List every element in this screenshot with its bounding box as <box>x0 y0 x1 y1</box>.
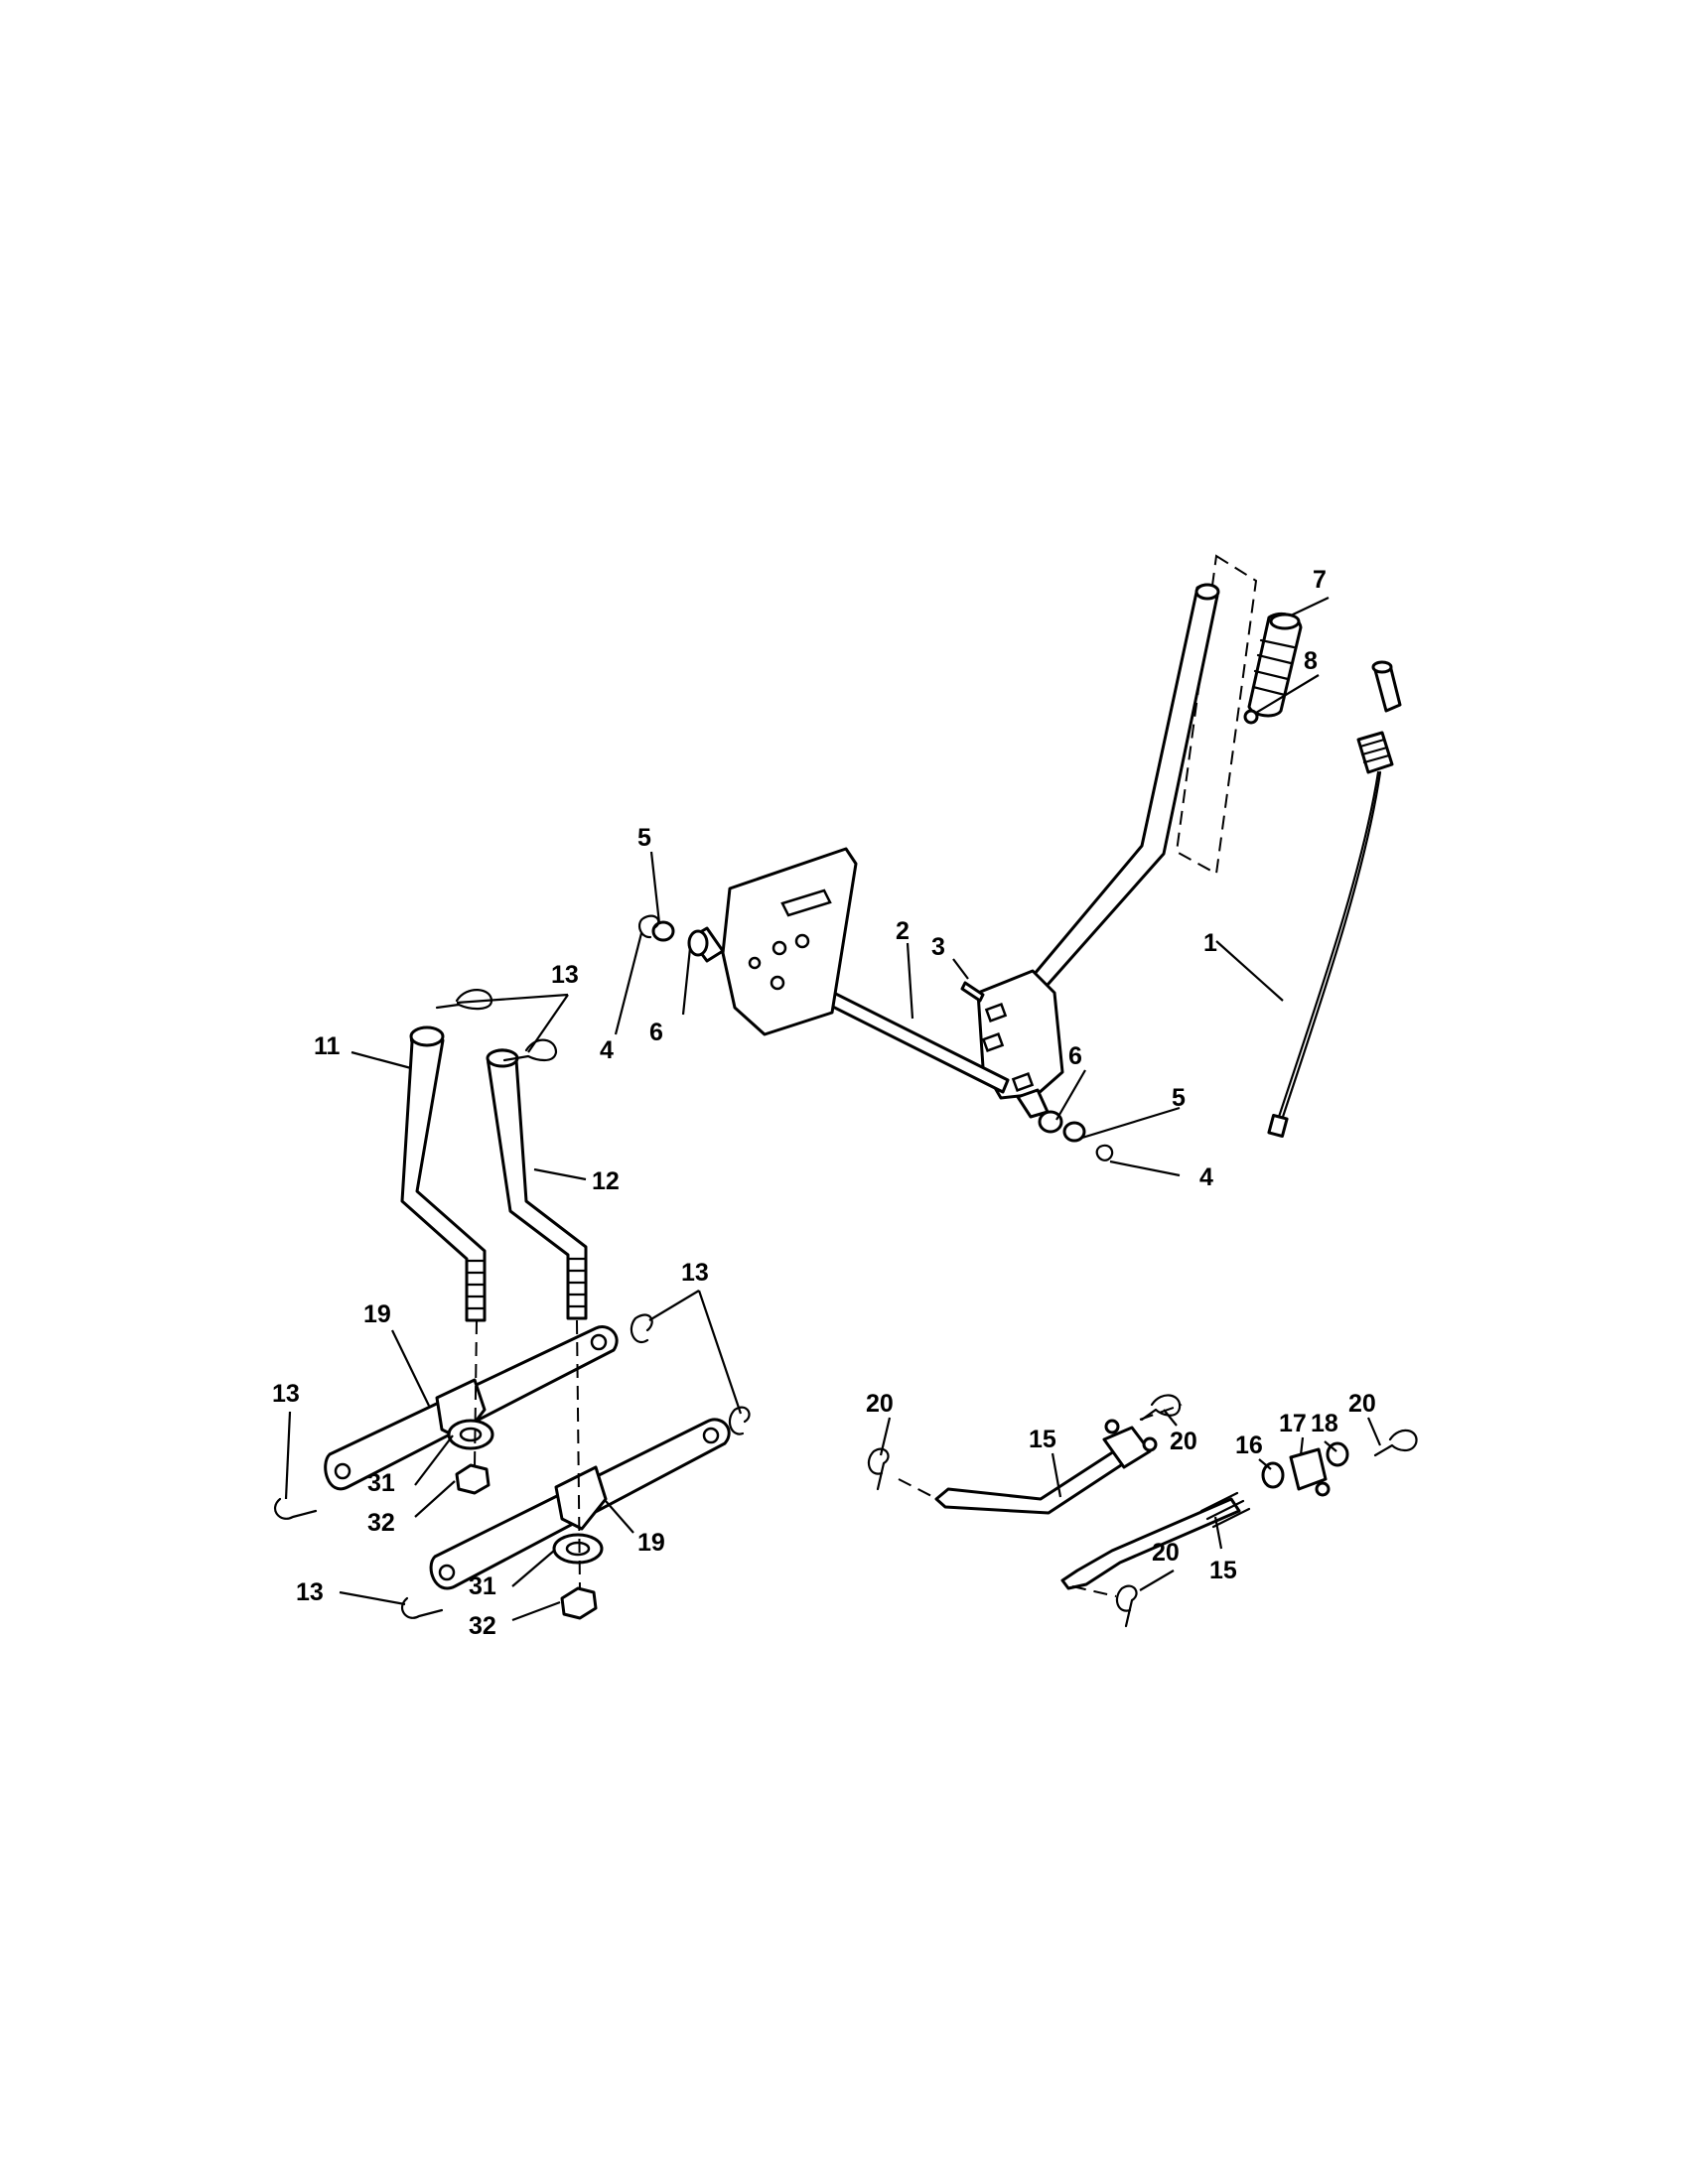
callout-4-left: 4 <box>600 1036 614 1064</box>
callout-13-middle: 13 <box>681 1259 709 1287</box>
callout-5-right: 5 <box>1172 1084 1186 1112</box>
callout-20-bottom: 20 <box>1152 1539 1180 1567</box>
callout-15-upper: 15 <box>1029 1426 1056 1453</box>
callout-31-upper: 31 <box>367 1469 395 1497</box>
callout-17: 17 <box>1279 1410 1307 1437</box>
callout-13-bottom: 13 <box>296 1578 324 1606</box>
callout-31-lower: 31 <box>469 1572 496 1600</box>
callout-19-lower: 19 <box>637 1529 665 1557</box>
callout-16: 16 <box>1235 1432 1263 1459</box>
callout-5-left: 5 <box>637 824 651 852</box>
callout-32-upper: 32 <box>367 1509 395 1537</box>
callout-11: 11 <box>314 1032 341 1060</box>
callout-32-lower: 32 <box>469 1612 496 1640</box>
callout-13-left: 13 <box>272 1380 300 1408</box>
callout-19-upper: 19 <box>363 1300 391 1328</box>
callout-13-top: 13 <box>551 961 579 989</box>
callout-12: 12 <box>592 1167 620 1195</box>
callout-20-left: 20 <box>866 1390 894 1418</box>
callout-2: 2 <box>896 917 910 945</box>
callout-1: 1 <box>1203 929 1217 957</box>
lift-lever-assembly <box>637 554 1402 1161</box>
lower-link-assembly <box>867 1394 1418 1628</box>
callout-6-right: 6 <box>1068 1042 1082 1070</box>
left-lift-links <box>274 989 751 1620</box>
callout-20-right: 20 <box>1348 1390 1376 1418</box>
leader-lines <box>284 597 1382 1622</box>
callout-15-lower: 15 <box>1209 1557 1237 1584</box>
callout-6-left: 6 <box>649 1019 663 1046</box>
callout-4-right: 4 <box>1199 1163 1213 1191</box>
callout-8: 8 <box>1304 647 1318 675</box>
callout-numbers: 1 2 3 4 4 5 5 6 6 7 8 11 12 13 13 13 13 … <box>272 566 1376 1640</box>
callout-7: 7 <box>1313 566 1327 594</box>
callout-3: 3 <box>931 933 945 961</box>
callout-20-middle: 20 <box>1170 1428 1197 1455</box>
callout-18: 18 <box>1311 1410 1338 1437</box>
